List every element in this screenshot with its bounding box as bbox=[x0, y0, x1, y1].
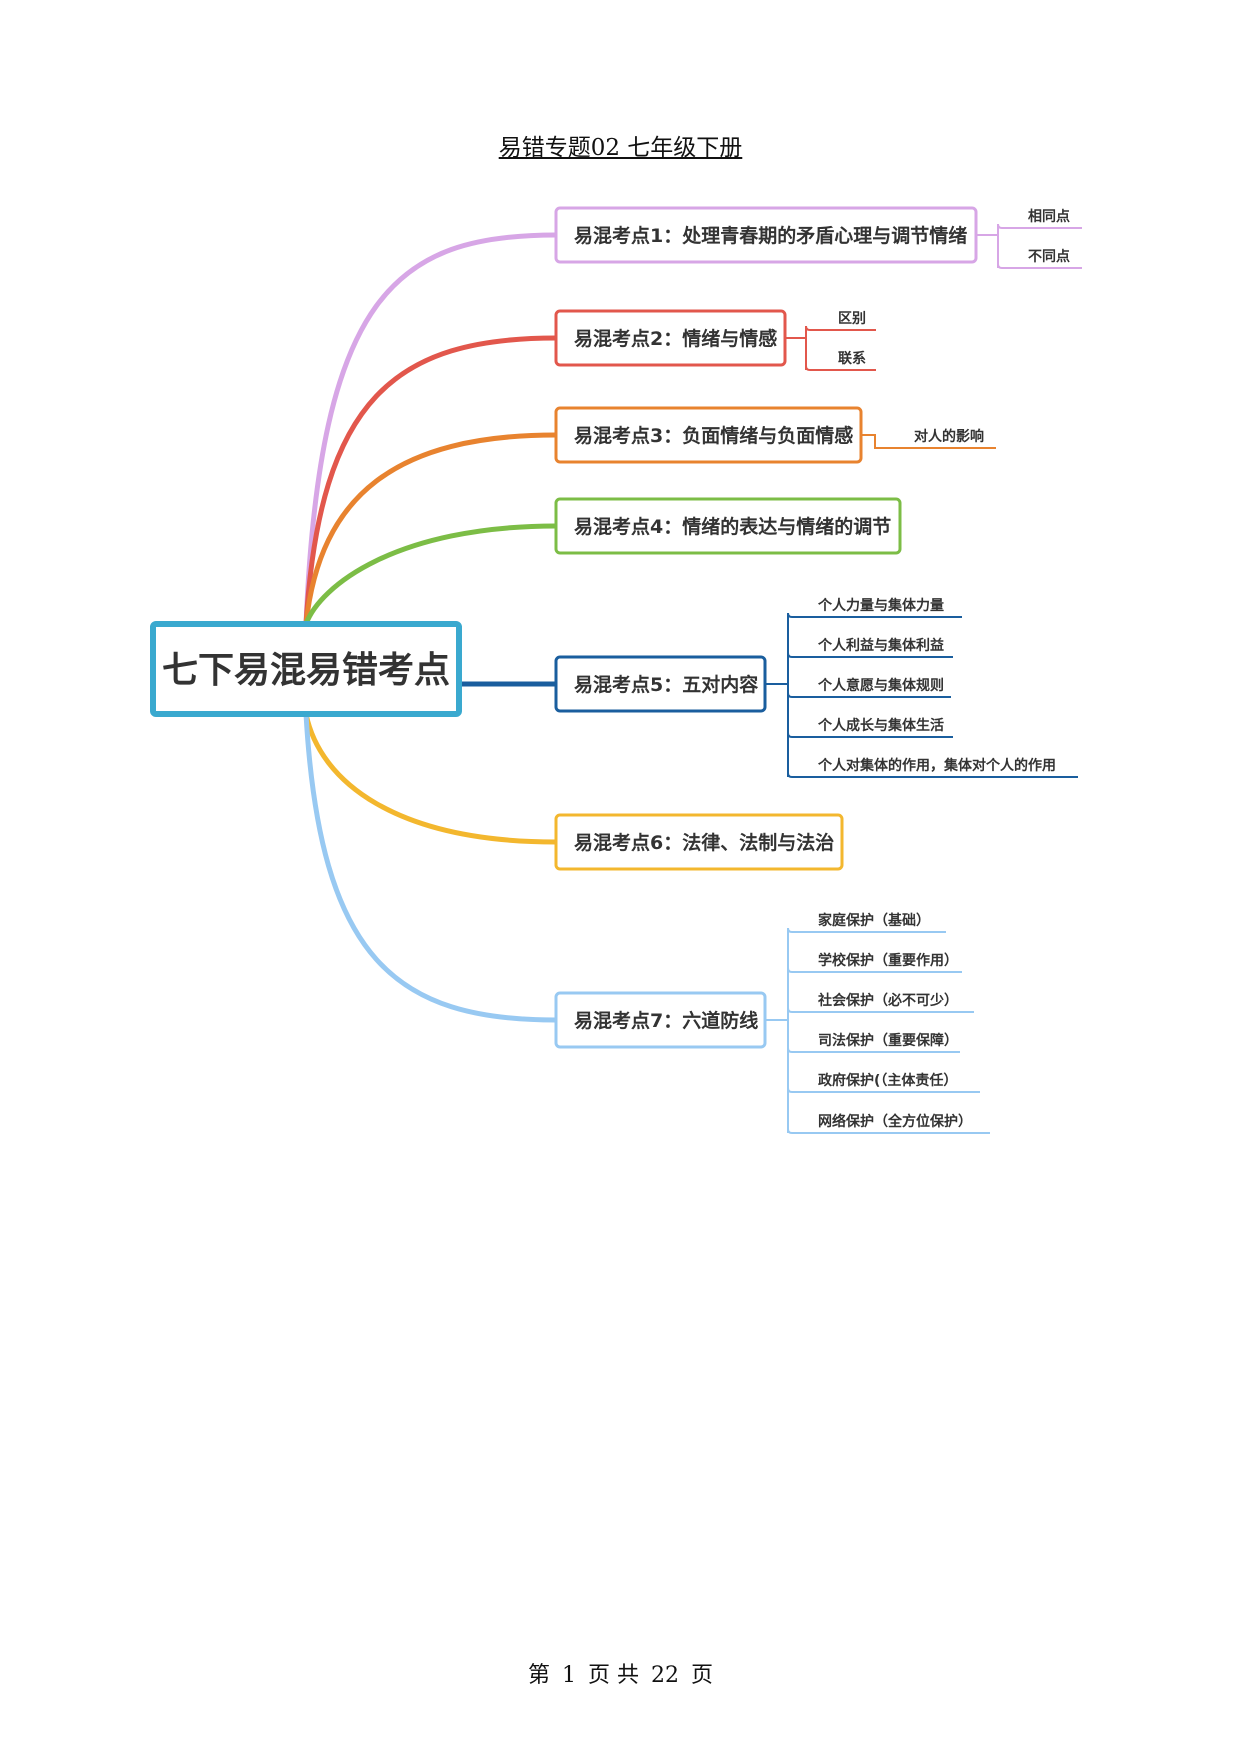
child-underline bbox=[787, 967, 962, 973]
child-label: 联系 bbox=[838, 350, 866, 367]
branch-curve-6 bbox=[303, 711, 559, 845]
topic-label: 易混考点2：情绪与情感 bbox=[574, 327, 777, 350]
topic-node-5: 易混考点5：五对内容 个人力量与集体力量个人利益与集体利益个人意愿与集体规则个人成… bbox=[554, 597, 1078, 778]
branch-curve-3 bbox=[303, 432, 559, 627]
footer-total-pages: 22 bbox=[651, 1663, 679, 1688]
child-underline bbox=[787, 732, 953, 738]
child-label: 区别 bbox=[838, 311, 866, 327]
child-underline bbox=[997, 223, 1082, 229]
topic-node-7: 易混考点7：六道防线 家庭保护（基础） 学校保护（重要作用） 社会保护（必不可少） 司法… bbox=[554, 912, 990, 1134]
topic-node-4: 易混考点4：情绪的表达与情绪的调节 bbox=[554, 497, 902, 555]
topic-label: 易混考点5：五对内容 bbox=[574, 673, 758, 696]
child-label: 学校保护（重要作用） bbox=[818, 952, 958, 969]
child-label: 司法保护（重要保障） bbox=[818, 1032, 958, 1049]
child-underline bbox=[787, 772, 1078, 778]
branch-curve-7 bbox=[303, 711, 559, 1023]
child-underline bbox=[805, 365, 876, 371]
document-title: 易错专题02 七年级下册 bbox=[498, 135, 743, 161]
central-node-label: 七下易混易错考点 bbox=[162, 650, 450, 691]
child-underline bbox=[787, 1087, 980, 1093]
child-label: 政府保护(（主体责任） bbox=[818, 1072, 957, 1089]
central-node: 七下易混易错考点 bbox=[150, 621, 462, 717]
topic-box bbox=[554, 813, 844, 871]
child-underline bbox=[787, 612, 962, 618]
child-label: 个人力量与集体力量 bbox=[817, 597, 944, 614]
branch-curve-2 bbox=[303, 335, 559, 627]
topic-node-3: 易混考点3：负面情绪与负面情感 对人的影响 bbox=[554, 406, 996, 464]
child-label: 不同点 bbox=[1028, 248, 1070, 265]
child-underline bbox=[787, 1128, 990, 1134]
topic-node-6: 易混考点6：法律、法制与法治 bbox=[554, 813, 844, 871]
child-underline bbox=[787, 692, 951, 698]
child-label: 相同点 bbox=[1028, 208, 1070, 225]
topic-label: 易混考点6：法律、法制与法治 bbox=[574, 831, 834, 854]
child-connector bbox=[861, 434, 996, 449]
topic-label: 易混考点7：六道防线 bbox=[574, 1009, 758, 1032]
topic-label: 易混考点3：负面情绪与负面情感 bbox=[574, 424, 853, 447]
child-label: 对人的影响 bbox=[914, 428, 984, 445]
child-label: 网络保护（全方位保护） bbox=[818, 1113, 972, 1130]
child-underline bbox=[787, 652, 953, 658]
child-underline bbox=[805, 325, 876, 331]
branch-curve-4 bbox=[303, 523, 559, 627]
child-label: 个人利益与集体利益 bbox=[817, 637, 944, 654]
topic-box bbox=[554, 497, 902, 555]
child-label: 个人意愿与集体规则 bbox=[817, 677, 944, 694]
footer-prefix: 第 bbox=[527, 1663, 550, 1688]
topic-label: 易混考点4：情绪的表达与情绪的调节 bbox=[574, 515, 891, 538]
footer-mid: 页 共 bbox=[588, 1663, 639, 1688]
child-label: 家庭保护（基础） bbox=[818, 912, 930, 929]
footer-page-number: 1 bbox=[562, 1663, 576, 1688]
branch-curve-1 bbox=[303, 232, 559, 627]
child-underline bbox=[997, 263, 1082, 269]
topic-label: 易混考点1：处理青春期的矛盾心理与调节情绪 bbox=[574, 224, 967, 247]
child-underline bbox=[787, 1007, 974, 1013]
child-underline bbox=[787, 1047, 960, 1053]
child-underline bbox=[787, 927, 946, 933]
central-node-box bbox=[150, 621, 462, 717]
footer-suffix: 页 bbox=[691, 1663, 714, 1688]
child-label: 社会保护（必不可少） bbox=[817, 992, 958, 1009]
child-label: 个人对集体的作用，集体对个人的作用 bbox=[817, 757, 1056, 774]
child-label: 个人成长与集体生活 bbox=[817, 717, 944, 734]
